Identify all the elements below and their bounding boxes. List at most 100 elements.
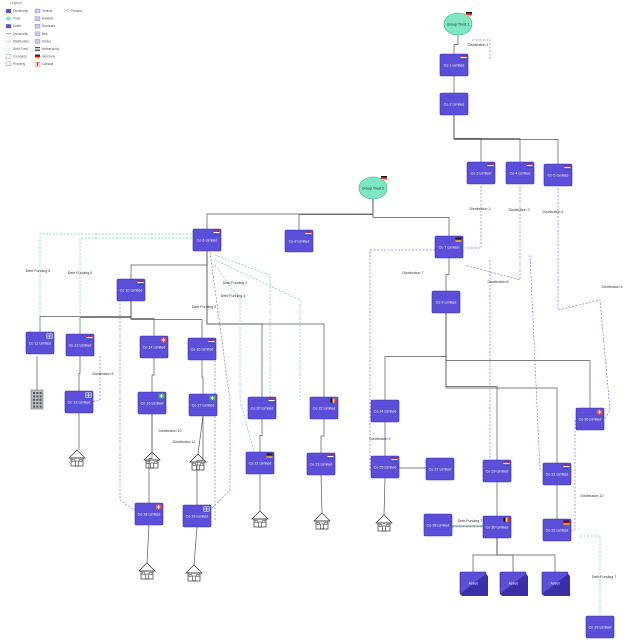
node-label: Co 9 Limited	[436, 300, 457, 304]
company-node[interactable]: Co 12 Limited	[65, 333, 95, 357]
distribution-edge	[209, 251, 231, 511]
ownership-edge	[148, 403, 153, 514]
company-node[interactable]: Co 23 Limited	[306, 452, 336, 476]
company-outline	[5, 54, 12, 59]
asset-node[interactable]: Asset	[459, 571, 488, 596]
company-node[interactable]: Co 20 Limited	[247, 396, 277, 420]
node-label: Co 32 Limited	[546, 528, 569, 532]
legend-item: Netherlands	[35, 47, 60, 51]
company-node[interactable]: Co 16 Limited	[137, 391, 167, 415]
legend-label: Germany	[42, 55, 56, 59]
nl-flag-icon	[35, 49, 40, 51]
legend-label: Debt Fund	[13, 47, 28, 51]
company-node[interactable]: Co 6 Limited	[192, 228, 222, 252]
legend-item: Debt Fund	[6, 47, 28, 51]
company-node[interactable]: Co 11 Limited	[25, 331, 55, 355]
company-node[interactable]: Co 33 Limited	[585, 615, 615, 639]
trust-node[interactable]: Group Trust 2	[358, 176, 388, 200]
ownership-edge	[383, 477, 386, 516]
company-node[interactable]: Co 2 Limited	[439, 92, 469, 116]
company-node[interactable]: Co 22 Limited	[309, 396, 339, 420]
legend-label: Company	[13, 55, 27, 59]
house-icon	[313, 512, 331, 530]
node-label: Co 17 Limited	[192, 403, 215, 407]
node-label: Asset	[508, 581, 517, 585]
node-label: Co 8 Limited	[289, 239, 310, 243]
company-node[interactable]: Co 29 Limited	[482, 459, 512, 483]
legend-item: Domestic	[34, 24, 56, 29]
company-node[interactable]: Co 32 Limited	[542, 518, 572, 542]
company-node[interactable]: Co 3 Limited	[466, 161, 496, 185]
company-node[interactable]: Co 10 Limited	[116, 278, 146, 302]
company-node[interactable]: Co 18 Limited	[134, 502, 164, 526]
company-node[interactable]: Co 5 Limited	[543, 163, 573, 187]
company-node[interactable]: Co 8 Limited	[284, 229, 314, 253]
edge-label: Debt Funding 5	[26, 269, 51, 273]
vehicle-icon	[34, 8, 41, 14]
node-label: Co 33 Limited	[589, 625, 612, 629]
node-label: Co 27 Limited	[429, 467, 452, 471]
edge-label: Distribution 3	[509, 208, 530, 212]
ownership-edge	[196, 405, 204, 516]
distribution-edge	[570, 420, 576, 531]
property-layer	[30, 389, 393, 582]
ownership-edge	[130, 290, 203, 349]
legend-label: Canada	[42, 62, 53, 66]
edge-label: Debt Funding 7	[592, 575, 617, 579]
legend-item: Germany	[35, 54, 56, 59]
node-label: Co 31 Limited	[546, 472, 569, 476]
company-node[interactable]: Co 15 Limited	[187, 337, 217, 361]
trust-swatch	[6, 16, 11, 21]
company-node[interactable]: Co 21 Limited	[245, 451, 275, 475]
node-label: Co 23 Limited	[310, 462, 333, 466]
house-icon	[5, 60, 12, 66]
company-node[interactable]: Co 14 Limited	[139, 335, 169, 359]
company-node[interactable]: Co 9 Limited	[431, 290, 461, 314]
legend-item: Asset	[6, 24, 21, 29]
company-node[interactable]: Co 26 Limited	[575, 407, 605, 431]
distribution-edge	[464, 186, 521, 281]
legend-label: Unites	[42, 39, 51, 43]
ownership-edge	[259, 408, 263, 463]
distribution-edge	[529, 254, 541, 471]
trust-node[interactable]: Group Trust 1	[443, 12, 473, 36]
house-icon	[189, 453, 207, 471]
company-node[interactable]: Co 28 Limited	[423, 513, 453, 537]
edge-label: Debt Funding 2	[223, 281, 248, 285]
legend-label: Aviation	[42, 17, 54, 21]
company-node[interactable]: Co 7 Limited	[434, 235, 464, 259]
legend-item: Ownership	[6, 32, 28, 36]
ca-flag-icon	[36, 62, 39, 67]
edge-label: Distribution 12	[581, 494, 604, 498]
aviation-icon	[34, 16, 41, 21]
ownership-edge	[496, 527, 556, 583]
distribution-edge	[472, 39, 491, 60]
edge-label: Distribution 2	[470, 207, 491, 211]
company-node[interactable]: Co 4 Limited	[505, 161, 535, 185]
present-icon	[63, 8, 70, 13]
company-node[interactable]: Co 17 Limited	[188, 393, 218, 417]
node-label: Co 4 Limited	[510, 171, 531, 175]
node-label: Co 26 Limited	[579, 417, 602, 421]
asset-node[interactable]: Asset	[499, 571, 528, 596]
edge-label: Distribution 6	[93, 372, 114, 376]
company-node[interactable]: Co 24 Limited	[370, 399, 400, 423]
node-label: Co 16 Limited	[141, 401, 164, 405]
company-node[interactable]: Co 19 Limited	[182, 504, 212, 528]
company-node[interactable]: Co 25 Limited	[370, 455, 400, 479]
company-node[interactable]: Co 13 Limited	[64, 390, 94, 414]
node-label: Co 11 Limited	[29, 341, 51, 345]
legend-label: Domestic	[42, 24, 56, 28]
company-node[interactable]: Co 27 Limited	[425, 457, 455, 481]
edge-label: Distribution 5	[602, 285, 623, 289]
node-label: Co 18 Limited	[138, 512, 161, 516]
company-node[interactable]: Co 1 Limited	[439, 53, 469, 77]
legend-item: Unites	[34, 39, 51, 44]
ownership-edge	[78, 345, 81, 402]
company-node[interactable]: Co 31 Limited	[542, 462, 572, 486]
legend-item: Trust	[6, 16, 20, 21]
asset-node[interactable]: Asset	[541, 571, 570, 596]
company-node[interactable]: Co 30 Limited	[482, 515, 512, 539]
house-icon	[185, 564, 203, 582]
ownership-edge	[197, 415, 204, 455]
